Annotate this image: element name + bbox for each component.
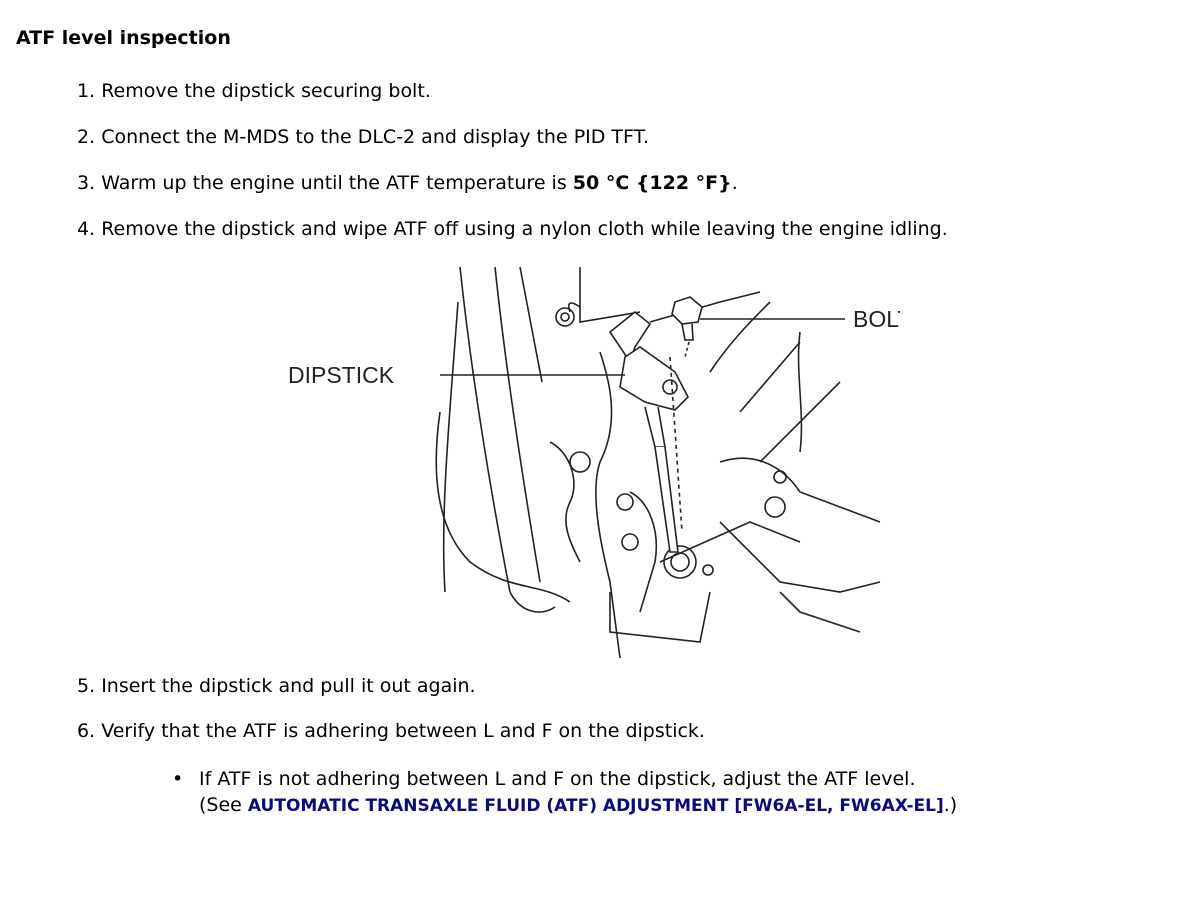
dipstick-label: DIPSTICK — [288, 362, 395, 388]
step-number: 5. — [77, 675, 96, 697]
step-text: Verify that the ATF is adhering between … — [101, 720, 705, 742]
step-1: 1. Remove the dipstick securing bolt. — [77, 80, 431, 102]
step-3: 3. Warm up the engine until the ATF temp… — [77, 172, 738, 194]
step-5: 5. Insert the dipstick and pull it out a… — [77, 675, 476, 697]
step-number: 6. — [77, 720, 96, 742]
step-text: Remove the dipstick and wipe ATF off usi… — [101, 218, 948, 240]
step-text: Insert the dipstick and pull it out agai… — [101, 675, 476, 697]
step-text: Connect the M-MDS to the DLC-2 and displ… — [101, 126, 650, 148]
note-text: If ATF is not adhering between L and F o… — [199, 768, 916, 790]
step-2: 2. Connect the M-MDS to the DLC-2 and di… — [77, 126, 649, 148]
step-text: Remove the dipstick securing bolt. — [101, 80, 431, 102]
note-bullet: • If ATF is not adhering between L and F … — [172, 766, 957, 819]
step-4: 4. Remove the dipstick and wipe ATF off … — [77, 218, 948, 240]
step-6: 6. Verify that the ATF is adhering betwe… — [77, 720, 705, 742]
step-number: 2. — [77, 126, 96, 148]
step-text: Warm up the engine until the ATF tempera… — [101, 172, 573, 194]
step-number: 1. — [77, 80, 96, 102]
page-title: ATF level inspection — [16, 27, 231, 49]
dipstick-illustration: DIPSTICK BOLT — [288, 266, 900, 658]
see-prefix: (See — [199, 794, 248, 816]
bullet-dot: • — [172, 768, 184, 790]
bolt-label: BOLT — [853, 306, 900, 332]
see-suffix: .) — [943, 794, 958, 816]
step-number: 3. — [77, 172, 96, 194]
temperature-value: 50 °C {122 °F} — [572, 172, 732, 194]
step-text-end: . — [731, 172, 738, 194]
step-number: 4. — [77, 218, 96, 240]
atf-adjustment-link[interactable]: AUTOMATIC TRANSAXLE FLUID (ATF) ADJUSTME… — [247, 796, 944, 816]
